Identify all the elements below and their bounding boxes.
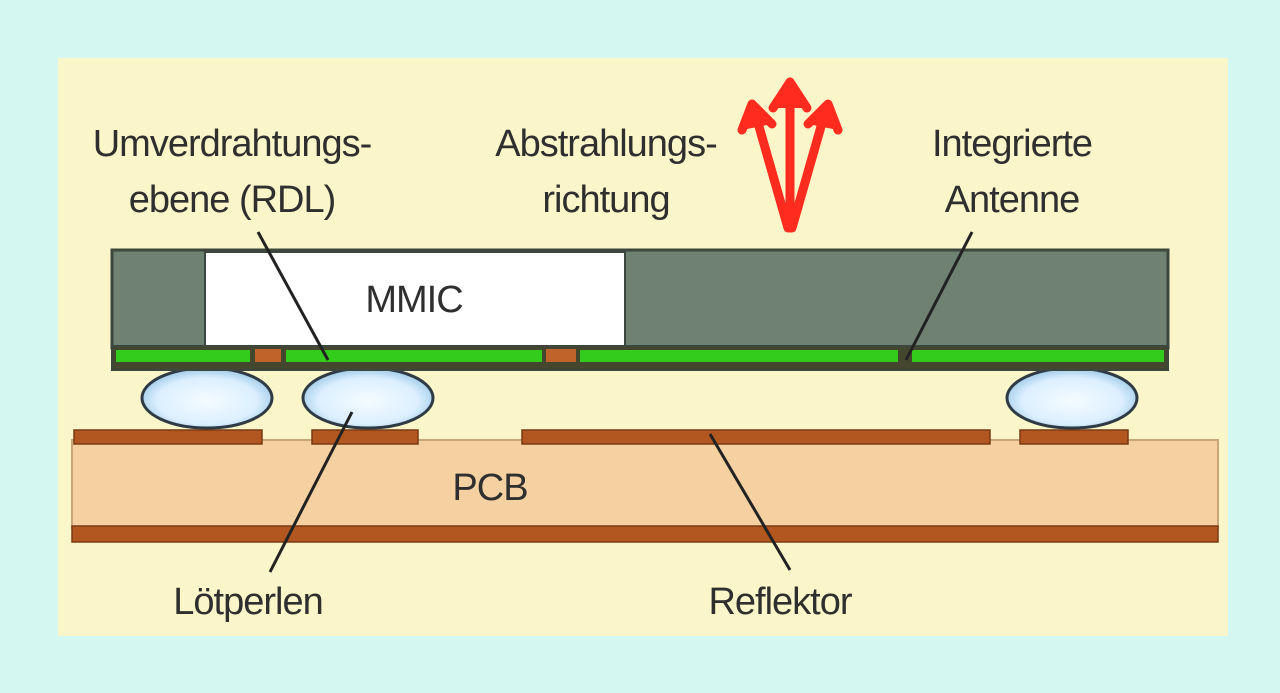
rdl-leader-line — [256, 231, 330, 361]
pcb-label: PCB — [452, 467, 527, 509]
rdl-trace-3 — [580, 350, 898, 362]
antenna-label-line2: Antenne — [945, 179, 1080, 221]
radiation-label-line1: Abstrahlungs- — [495, 123, 716, 165]
rdl-label-line2: ebene (RDL) — [129, 179, 336, 221]
rdl-trace-1 — [116, 350, 250, 362]
reflector-label: Reflektor — [708, 581, 852, 623]
rdl-via-2 — [546, 349, 576, 362]
solder-ball-2 — [301, 366, 435, 430]
pcb-pad-2 — [311, 429, 419, 445]
reflector-leader-line — [708, 433, 792, 571]
solder-ball-1 — [140, 366, 274, 430]
pcb-pad-3 — [1019, 429, 1129, 445]
antenna-label-line1: Integrierte — [932, 123, 1092, 165]
pcb-board — [71, 439, 1219, 529]
solder-leader-line — [268, 411, 354, 573]
pcb-pad-1 — [73, 429, 263, 445]
radiation-arrows-icon — [737, 77, 843, 233]
rdl-via-1 — [255, 349, 281, 362]
rdl-trace-2 — [286, 350, 542, 362]
rdl-trace-4 — [912, 350, 1164, 362]
solder-balls-label: Lötperlen — [173, 581, 322, 623]
rdl-label-line1: Umverdrahtungs- — [93, 123, 372, 165]
mmic-label: MMIC — [365, 279, 462, 321]
solder-ball-3 — [1005, 366, 1139, 430]
mmic-die — [204, 251, 626, 347]
reflector-plate — [521, 429, 991, 445]
antenna-leader-line — [904, 231, 974, 361]
radiation-label-line2: richtung — [542, 179, 669, 221]
pcb-bottom-copper — [71, 525, 1219, 543]
